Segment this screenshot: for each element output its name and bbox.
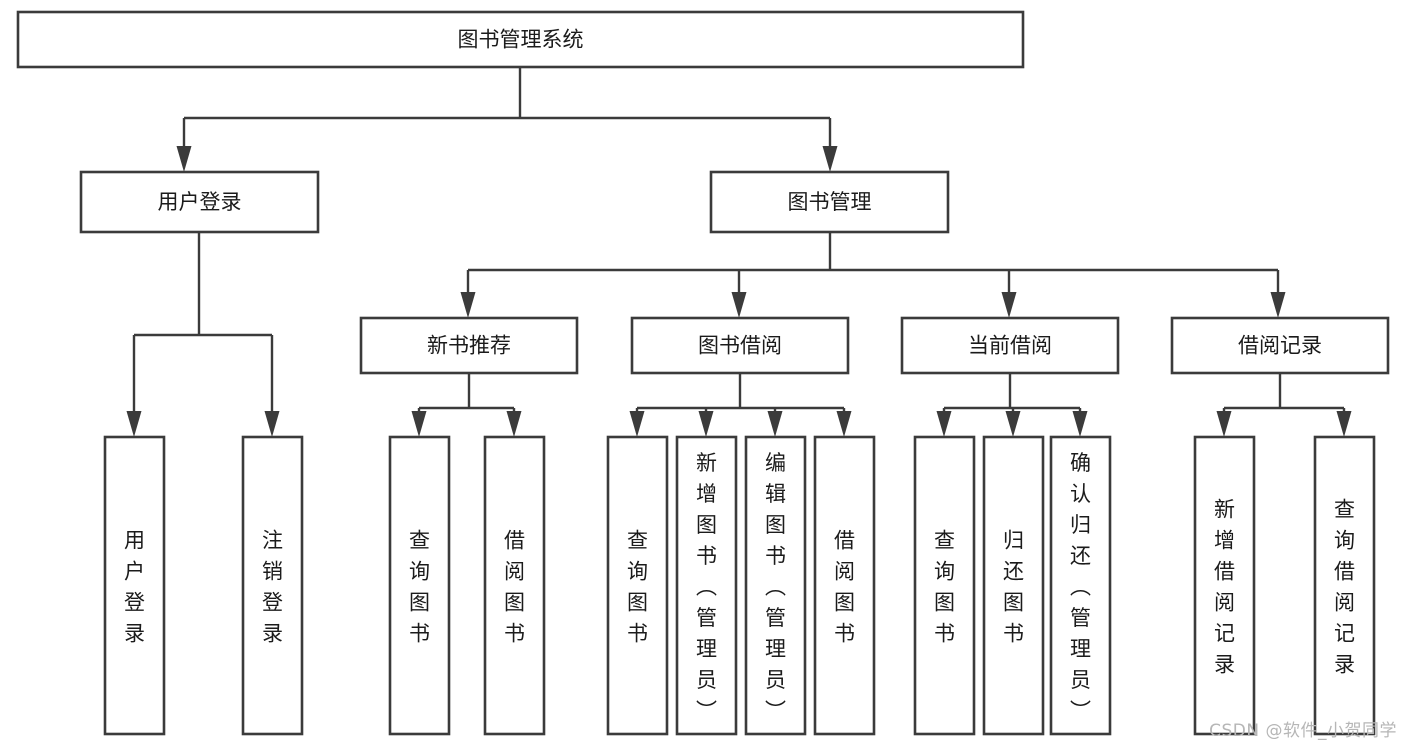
node-label: 图书借阅 <box>698 334 782 358</box>
node-label: 查询图书 <box>627 529 648 646</box>
node-leaf-query-borrow-record[interactable]: 查询借阅记录 <box>1313 435 1376 736</box>
node-new-book-recommend[interactable]: 新书推荐 <box>359 316 579 375</box>
node-leaf-user-login[interactable]: 用户登录 <box>103 435 166 736</box>
connector-user-login-to-leaves <box>126 232 280 437</box>
watermark-label: CSDN @软件_小贺同学 <box>1209 721 1397 741</box>
node-label: 用户登录 <box>158 190 242 214</box>
node-label: 用户登录 <box>124 529 145 646</box>
node-label: 查询图书 <box>409 529 430 646</box>
connector-root-to-level1 <box>176 67 838 172</box>
node-label: 借阅图书 <box>504 529 525 646</box>
node-leaf-edit-book-admin[interactable]: 编辑图书︵管理员︶ <box>744 435 807 736</box>
connector-new-book-recommend-to-leaves <box>411 373 522 437</box>
node-book-manage[interactable]: 图书管理 <box>709 170 950 234</box>
node-leaf-add-book-admin[interactable]: 新增图书︵管理员︶ <box>675 435 738 736</box>
node-leaf-return-book[interactable]: 归还图书 <box>982 435 1045 736</box>
node-label: 查询图书 <box>934 529 955 646</box>
node-leaf-query-book-borrow[interactable]: 查询图书 <box>606 435 669 736</box>
node-user-login[interactable]: 用户登录 <box>79 170 320 234</box>
node-label: 图书管理 <box>788 190 872 214</box>
node-current-borrow[interactable]: 当前借阅 <box>900 316 1120 375</box>
node-leaf-add-borrow-record[interactable]: 新增借阅记录 <box>1193 435 1256 736</box>
node-book-borrow[interactable]: 图书借阅 <box>630 316 850 375</box>
node-label: 新增借阅记录 <box>1214 498 1235 677</box>
connectors-layer <box>126 67 1352 437</box>
node-label: 借阅记录 <box>1238 334 1322 358</box>
node-leaf-query-book-recommend[interactable]: 查询图书 <box>388 435 451 736</box>
node-label: 图书管理系统 <box>458 28 584 52</box>
connector-borrow-record-to-leaves <box>1216 373 1352 437</box>
node-leaf-confirm-return-admin[interactable]: 确认归还︵管理员︶ <box>1049 435 1112 736</box>
connector-book-manage-to-level2 <box>460 232 1286 318</box>
node-label: 新书推荐 <box>427 334 511 358</box>
node-root[interactable]: 图书管理系统 <box>16 10 1025 69</box>
node-label: 借阅图书 <box>834 529 855 646</box>
connector-book-borrow-to-leaves <box>629 373 852 437</box>
node-leaf-query-book-current[interactable]: 查询图书 <box>913 435 976 736</box>
node-leaf-borrow-book[interactable]: 借阅图书 <box>813 435 876 736</box>
node-borrow-record[interactable]: 借阅记录 <box>1170 316 1390 375</box>
node-label: 归还图书 <box>1003 529 1024 646</box>
node-label: 注销登录 <box>262 529 283 646</box>
connector-current-borrow-to-leaves <box>936 373 1088 437</box>
node-leaf-user-logout[interactable]: 注销登录 <box>241 435 304 736</box>
node-label: 确认归还︵管理员︶ <box>1070 451 1091 723</box>
node-leaf-borrow-book-recommend[interactable]: 借阅图书 <box>483 435 546 736</box>
nodes-layer: 图书管理系统用户登录图书管理新书推荐图书借阅当前借阅借阅记录用户登录注销登录查询… <box>16 10 1390 736</box>
node-label: 查询借阅记录 <box>1334 498 1355 677</box>
node-label: 新增图书︵管理员︶ <box>696 451 717 723</box>
node-label: 编辑图书︵管理员︶ <box>765 451 786 723</box>
node-label: 当前借阅 <box>968 334 1052 358</box>
